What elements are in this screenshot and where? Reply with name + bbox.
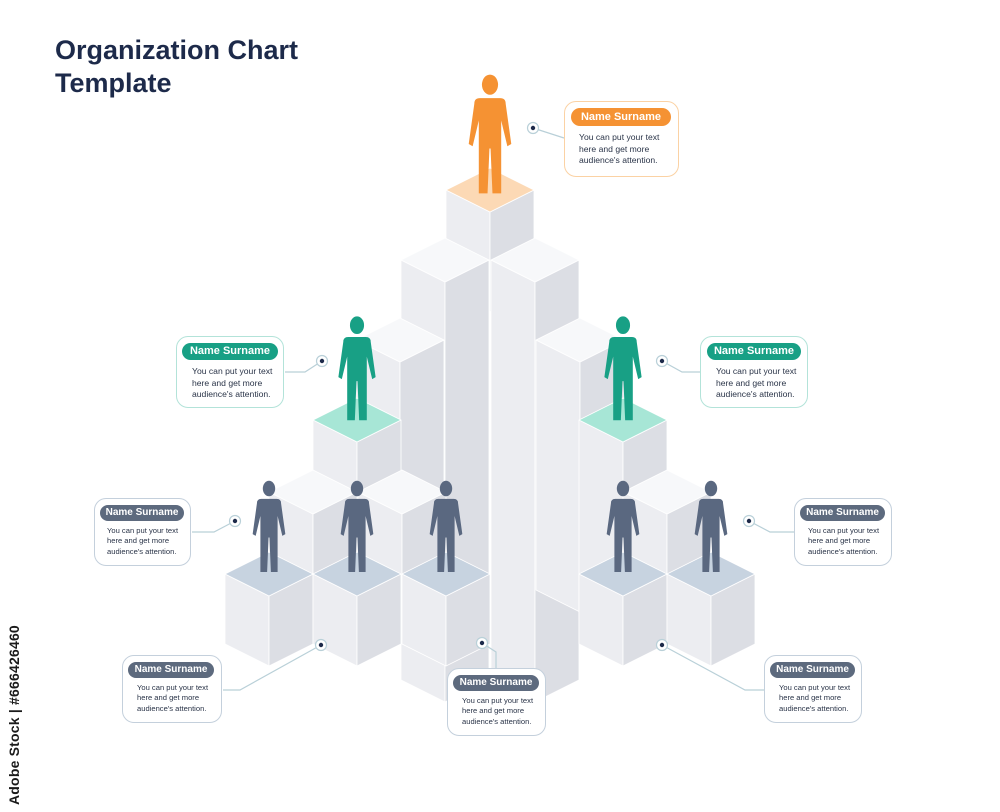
- title-line-1: Organization Chart: [55, 35, 299, 65]
- isometric-steps: [224, 167, 756, 703]
- card-member-right-lower-description: You can put your text here and get more …: [779, 683, 851, 713]
- card-head-description: You can put your text here and get more …: [579, 132, 660, 165]
- card-member-center-name: Name Surname: [453, 675, 539, 691]
- stock-watermark: Adobe Stock | #666426460: [6, 625, 22, 805]
- card-member-right-upper-description: You can put your text here and get more …: [808, 526, 880, 556]
- card-head: Name Surname You can put your text here …: [564, 101, 679, 177]
- card-manager-right-description: You can put your text here and get more …: [716, 366, 797, 399]
- card-head-name: Name Surname: [571, 108, 671, 126]
- title-line-2: Template: [55, 68, 172, 98]
- card-member-left-lower-description: You can put your text here and get more …: [137, 683, 209, 713]
- card-member-right-lower-name: Name Surname: [770, 662, 855, 678]
- card-member-left-upper-name: Name Surname: [100, 505, 184, 521]
- card-manager-right-name: Name Surname: [707, 343, 801, 360]
- cube-member-5: [666, 551, 756, 667]
- card-manager-left-description: You can put your text here and get more …: [192, 366, 273, 399]
- connector-member-right-lower-line: [661, 644, 764, 691]
- cube-member-3: [401, 551, 491, 667]
- cube-member-4: [578, 551, 668, 667]
- card-member-left-lower: Name Surname You can put your text here …: [122, 655, 222, 723]
- connector-member-left-upper-line: [192, 520, 236, 533]
- card-member-right-upper-name: Name Surname: [800, 505, 885, 521]
- connector-manager-left-line: [285, 360, 323, 373]
- card-member-left-upper: Name Surname You can put your text here …: [94, 498, 191, 566]
- card-member-left-lower-name: Name Surname: [128, 662, 214, 678]
- card-member-right-upper: Name Surname You can put your text here …: [794, 498, 892, 566]
- connector-member-right-upper-line: [748, 520, 794, 533]
- card-manager-left: Name Surname You can put your text here …: [176, 336, 284, 408]
- connector-lines: [192, 121, 794, 691]
- card-member-right-lower: Name Surname You can put your text here …: [764, 655, 862, 723]
- card-member-left-upper-description: You can put your text here and get more …: [107, 526, 179, 556]
- cube-member-1: [224, 551, 314, 667]
- card-manager-left-name: Name Surname: [182, 343, 278, 360]
- page-title: Organization Chart Template: [55, 34, 375, 100]
- cube-member-2: [312, 551, 402, 667]
- card-member-center: Name Surname You can put your text here …: [447, 668, 546, 736]
- card-member-center-description: You can put your text here and get more …: [462, 696, 534, 726]
- card-manager-right: Name Surname You can put your text here …: [700, 336, 808, 408]
- connector-manager-right-line: [661, 360, 700, 373]
- connector-member-left-lower-line: [223, 644, 322, 691]
